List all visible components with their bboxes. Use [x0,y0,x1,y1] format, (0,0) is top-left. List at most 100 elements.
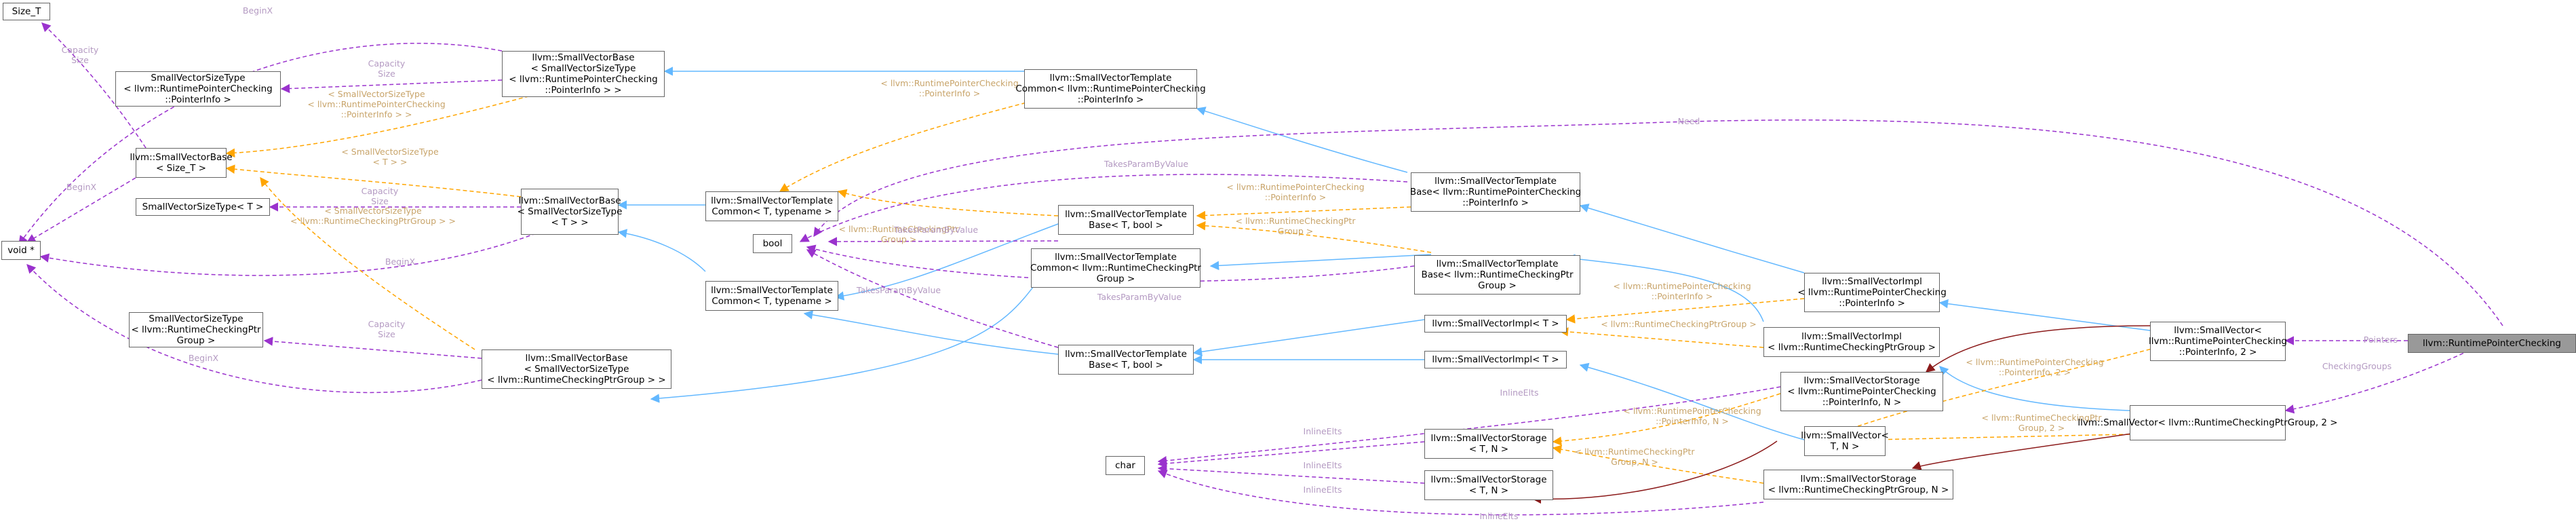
class-node-smallvector-rpc-ptrinfo-2[interactable]: llvm::SmallVector<llvm::RuntimePointerCh… [2149,322,2287,361]
class-node-label-line: Group > [1478,280,1517,291]
class-node-size-t[interactable]: Size_T [3,3,50,20]
class-node-sv-sizetype-rcpg[interactable]: SmallVectorSizeType< llvm::RuntimeChecki… [129,312,263,347]
edge-template [837,189,1059,216]
edge-inherit [617,229,706,272]
class-node-label-line: < llvm::RuntimeCheckingPtrGroup > > [487,375,666,385]
class-node-sv-sizetype-rpc-ptrinfo[interactable]: SmallVectorSizeType< llvm::RuntimePointe… [115,71,281,107]
edge-template [1552,393,1781,446]
class-node-svstorage-t-n-top[interactable]: llvm::SmallVectorStorage< T, N > [1424,429,1553,459]
edge-usage [799,174,1408,242]
class-node-sv-base-sizetype-t[interactable]: llvm::SmallVectorBase< SmallVectorSizeTy… [518,189,622,235]
edge-label-svtb-ptrinfo-tpl: < llvm::RuntimePointerChecking::PointerI… [1226,182,1364,202]
edge-usage [280,79,503,94]
edge-label-line: < llvm::RuntimeCheckingPtrGroup > > [290,216,456,226]
class-node-sv-base-rpc-ptrinfo[interactable]: llvm::SmallVectorBase< SmallVectorSizeTy… [502,51,665,97]
class-node-label-line: ::PointerInfo > [1077,94,1144,105]
class-node-label-line: SmallVectorSizeType [149,314,243,324]
edge-composition [1911,432,2137,470]
edge-label-beginx-lower: BeginX [385,257,416,267]
class-node-smallvector-rcpg-2[interactable]: llvm::SmallVector< llvm::RuntimeChecking… [2077,405,2338,440]
edge-inherit [1565,254,1764,322]
class-node-svstorage-rpc-ptrinfo-n[interactable]: llvm::SmallVectorStorage< llvm::RuntimeP… [1780,372,1943,411]
class-node-label-line: ::PointerInfo > [1462,197,1529,208]
edge-label-inlineelts-2: InlineElts [1304,426,1342,436]
class-node-label-line: Base< llvm::RuntimePointerChecking [1409,187,1582,197]
class-node-bool-node[interactable]: bool [753,234,792,253]
class-node-svimpl-t-bottom[interactable]: llvm::SmallVectorImpl< T > [1424,351,1567,368]
class-node-label-line: llvm::SmallVectorTemplate [1065,349,1187,360]
edge-usage [2284,347,2476,414]
edge-inherit [1579,362,1805,440]
edge-label-line: < llvm::RuntimeCheckingPtr [1236,216,1357,226]
edge-inherit [1192,319,1425,356]
edge-label-beginx-mid: BeginX [66,182,97,192]
edge-label-line: Group > [1278,226,1314,236]
class-node-void-ptr[interactable]: void * [1,241,41,260]
class-node-label-line: < SmallVectorSizeType [524,364,629,375]
edge-label-line: < llvm::RuntimePointerChecking [1966,357,2103,367]
edge-inherit [834,223,1059,301]
edge-label-line: < SmallVectorSizeType [324,206,422,216]
edge-label-need: Need [1678,116,1700,126]
class-node-label-line: ::PointerInfo, 2 > [2179,347,2257,358]
class-node-label-line: llvm::SmallVectorTemplate [1436,259,1559,269]
class-node-label-line: < Size_T > [156,163,206,174]
edge-label-line: Pointers [2364,335,2398,345]
edge-label-line: < llvm::RuntimeCheckingPtrGroup > [1601,319,1756,329]
class-node-rpc[interactable]: llvm::RuntimePointerChecking [2408,334,2576,353]
class-node-label-line: llvm::SmallVectorStorage [1430,474,1547,485]
class-node-svstorage-rcpg-n[interactable]: llvm::SmallVectorStorage< llvm::RuntimeC… [1763,470,1953,499]
edge-label-line: < T > > [373,157,408,167]
edge-label-beginx-bottom: BeginX [189,353,219,363]
edge-label-line: Group, N > [1611,457,1658,467]
edge-label-line: BeginX [385,257,416,267]
class-node-label-line: llvm::SmallVector< [1801,430,1889,441]
edge-label-line: < llvm::RuntimeCheckingPtr [839,224,960,234]
class-node-label-line: ::PointerInfo > [165,94,231,105]
class-node-svimpl-rcpg[interactable]: llvm::SmallVectorImpl< llvm::RuntimeChec… [1763,327,1940,357]
edge-label-svst-ptrinfo-tpl: < SmallVectorSizeType< llvm::RuntimePoin… [307,89,445,119]
edge-template [1552,444,1764,484]
class-node-sv-sizetype-t[interactable]: SmallVectorSizeType< T > [136,198,270,216]
class-node-label-line: llvm::SmallVectorBase [525,353,628,364]
class-node-label-line: llvm::RuntimePointerChecking [2423,338,2561,349]
class-node-char-node[interactable]: char [1106,456,1145,475]
edge-label-line: < llvm::RuntimePointerChecking [307,99,445,109]
edge-label-line: TakesParamByValue [1104,159,1188,169]
class-node-label-line: char [1115,460,1135,471]
class-node-label-line: llvm::SmallVectorTemplate [1065,209,1187,220]
class-node-sv-base-rcpg[interactable]: llvm::SmallVectorBase< SmallVectorSizeTy… [482,349,671,389]
edge-label-beginx-top: BeginX [243,5,273,16]
edge-label-line: Size [71,55,89,65]
class-node-svimpl-rpc-ptrinfo[interactable]: llvm::SmallVectorImpl< llvm::RuntimePoin… [1797,273,1947,312]
class-node-svstorage-t-n-bottom[interactable]: llvm::SmallVectorStorage< T, N > [1424,470,1553,500]
class-node-svimpl-t-top[interactable]: llvm::SmallVectorImpl< T > [1424,315,1567,333]
edge-label-impl-rcpg-tpl: < llvm::RuntimeCheckingPtrGroup > [1601,319,1756,329]
class-node-label-line: llvm::SmallVector< llvm::RuntimeChecking… [2077,417,2338,428]
edge-label-line: InlineElts [1304,460,1342,470]
edge-label-line: TakesParamByValue [1097,292,1182,302]
edge-inherit [650,280,1038,403]
class-node-sv-base-size-t[interactable]: llvm::SmallVectorBase< Size_T > [130,148,233,178]
edge-label-line: Capacity [368,58,406,69]
class-node-label-line: < T > > [551,217,589,228]
class-node-label-line: llvm::SmallVectorStorage [1430,433,1547,444]
class-node-label-line: T, N > [1830,441,1860,452]
class-node-label-line: SmallVectorSizeType< T > [142,202,264,212]
class-node-label-line: Base< llvm::RuntimeCheckingPtr [1421,269,1574,280]
class-node-smallvector-t-n[interactable]: llvm::SmallVector<T, N > [1801,426,1889,456]
edge-label-takesparam-2: TakesParamByValue [893,225,978,235]
class-node-label-line: llvm::SmallVectorBase [518,195,621,206]
class-node-label-line: SmallVectorSizeType [151,73,246,83]
